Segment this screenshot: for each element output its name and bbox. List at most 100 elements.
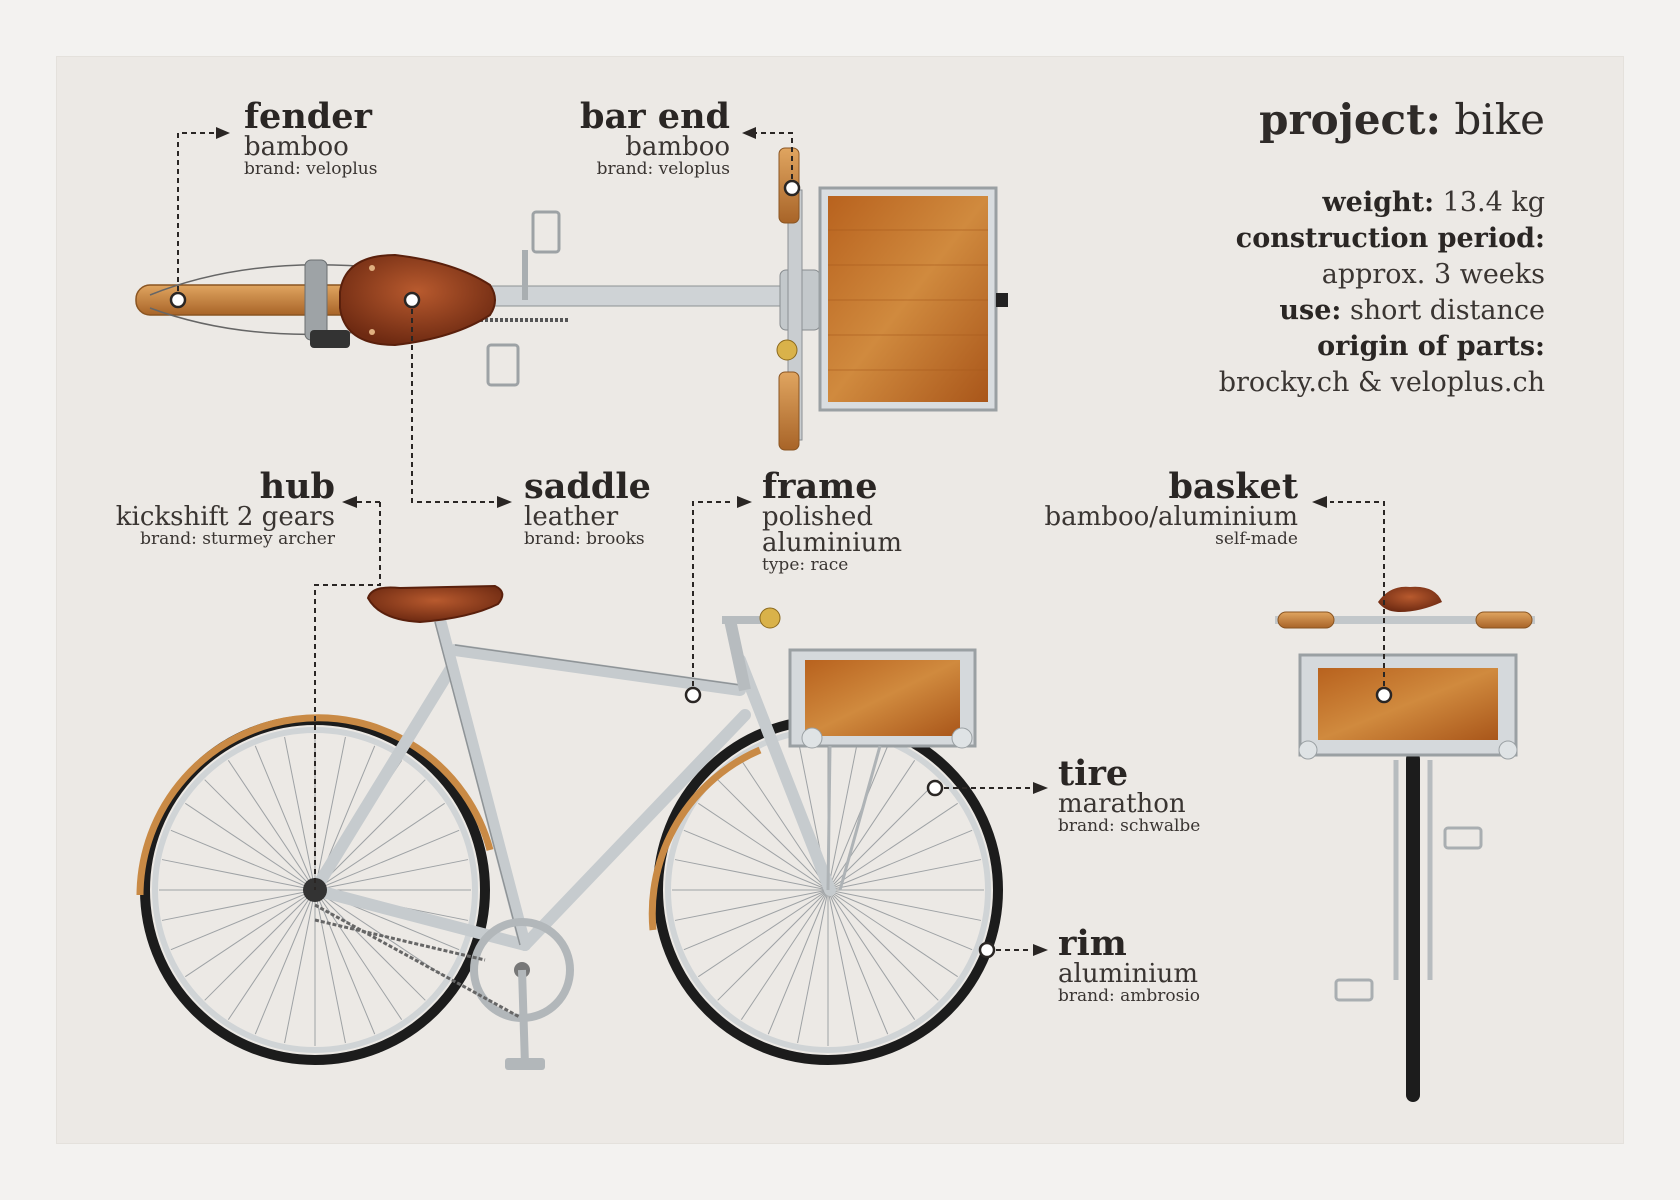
side-basket bbox=[805, 660, 960, 736]
wheel-spoke bbox=[314, 859, 469, 891]
front-bar-end-left bbox=[1277, 611, 1335, 629]
wheel-spoke bbox=[314, 889, 346, 1044]
wheel-spoke bbox=[740, 760, 829, 891]
label-frame-type: type: race bbox=[762, 555, 849, 575]
label-tire-brand: brand: schwalbe bbox=[1058, 816, 1201, 836]
label-basket-name: basket bbox=[1168, 466, 1298, 507]
wheel-spoke bbox=[827, 745, 889, 891]
label-rim-name: rim bbox=[1058, 923, 1127, 964]
wheel-spoke bbox=[740, 889, 829, 1020]
label-hub: hub kickshift 2 gears brand: sturmey arc… bbox=[116, 466, 335, 549]
wheel-spoke bbox=[254, 745, 316, 891]
wheel-spoke bbox=[827, 736, 859, 891]
side-saddle bbox=[366, 584, 504, 624]
wheel-spoke bbox=[170, 889, 316, 951]
wheel-spoke bbox=[227, 760, 316, 891]
label-hub-brand: brand: sturmey archer bbox=[140, 529, 335, 549]
label-fender-brand: brand: veloplus bbox=[244, 159, 378, 179]
side-rear-fender bbox=[136, 714, 494, 896]
title-bold: project: bbox=[1259, 95, 1442, 144]
side-view-bike bbox=[136, 584, 1003, 1070]
wheel-spoke bbox=[827, 802, 958, 891]
top-basket bbox=[828, 196, 988, 402]
spec-list: weight: 13.4 kg construction period: app… bbox=[1219, 185, 1545, 401]
wheel-spoke bbox=[767, 889, 829, 1035]
title-rest: bike bbox=[1454, 95, 1545, 144]
label-saddle-material: leather bbox=[524, 502, 619, 532]
label-frame-material-2: aluminium bbox=[762, 528, 902, 558]
front-bar-end-right bbox=[1475, 611, 1533, 629]
wheel-spoke bbox=[170, 829, 316, 891]
wheel-spoke bbox=[314, 889, 445, 978]
top-bar-end-lower bbox=[778, 371, 800, 451]
spec-weight-label: weight: bbox=[1322, 187, 1435, 218]
label-saddle-brand: brand: brooks bbox=[524, 529, 645, 549]
spec-construction-value: approx. 3 weeks bbox=[1321, 259, 1545, 290]
wheel-spoke bbox=[314, 889, 426, 1001]
wheel-spoke bbox=[314, 889, 376, 1035]
wheel-spoke bbox=[683, 829, 829, 891]
wheel-spoke bbox=[827, 829, 973, 891]
spec-use-label: use: bbox=[1279, 295, 1342, 326]
front-basket bbox=[1318, 668, 1498, 740]
label-bar-end-brand: brand: veloplus bbox=[596, 159, 730, 179]
callout-arrows bbox=[216, 127, 1327, 956]
label-fender-material: bamboo bbox=[244, 132, 349, 162]
wheel-spoke bbox=[204, 889, 316, 1001]
label-frame-name: frame bbox=[762, 466, 878, 507]
wheel-spoke bbox=[827, 889, 889, 1035]
spec-weight: weight: 13.4 kg bbox=[1219, 185, 1545, 221]
spec-construction-label: construction period: bbox=[1219, 221, 1545, 257]
spec-use: use: short distance bbox=[1219, 293, 1545, 329]
front-view-bike bbox=[1275, 586, 1535, 1102]
label-frame-material-1: polished bbox=[762, 502, 874, 532]
wheel-spoke bbox=[827, 889, 916, 1020]
wheel-spoke bbox=[314, 829, 460, 891]
label-bar-end: bar end bamboo brand: veloplus bbox=[580, 96, 730, 179]
label-bar-end-name: bar end bbox=[580, 96, 730, 137]
spec-origin-label: origin of parts: bbox=[1219, 329, 1545, 365]
label-saddle-name: saddle bbox=[524, 466, 651, 507]
wheel-spoke bbox=[161, 889, 316, 921]
label-tire-material: marathon bbox=[1058, 789, 1186, 819]
wheel-spoke bbox=[827, 889, 982, 921]
wheel-spoke bbox=[827, 889, 939, 1001]
wheel-spoke bbox=[284, 736, 316, 891]
poster-title: project: bike bbox=[1259, 95, 1545, 144]
spec-origin-label-text: origin of parts: bbox=[1317, 331, 1545, 362]
spec-weight-value: 13.4 kg bbox=[1442, 187, 1545, 218]
top-view-bike bbox=[135, 147, 1008, 451]
wheel-spoke bbox=[717, 779, 829, 891]
label-frame: frame polished aluminium type: race bbox=[762, 466, 902, 575]
wheel-spoke bbox=[827, 760, 916, 891]
label-tire: tire marathon brand: schwalbe bbox=[1058, 753, 1201, 836]
wheel-spoke bbox=[185, 889, 316, 978]
label-tire-name: tire bbox=[1058, 753, 1129, 794]
spec-use-value: short distance bbox=[1349, 295, 1545, 326]
label-bar-end-material: bamboo bbox=[625, 132, 730, 162]
label-basket-brand: self-made bbox=[1215, 529, 1298, 549]
wheel-spoke bbox=[674, 859, 829, 891]
wheel-spoke bbox=[797, 889, 829, 1044]
wheel-spoke bbox=[717, 889, 829, 1001]
wheel-spoke bbox=[314, 736, 346, 891]
wheel-spoke bbox=[204, 779, 316, 891]
label-rim: rim aluminium brand: ambrosio bbox=[1058, 923, 1201, 1006]
wheel-spoke bbox=[254, 889, 316, 1035]
wheel-spoke bbox=[227, 889, 316, 1020]
label-hub-name: hub bbox=[259, 466, 335, 507]
wheel-spoke bbox=[161, 859, 316, 891]
wheel-spoke bbox=[827, 859, 982, 891]
wheel-spoke bbox=[314, 802, 445, 891]
label-rim-brand: brand: ambrosio bbox=[1058, 986, 1201, 1006]
wheel-spoke bbox=[827, 889, 973, 951]
wheel-spoke bbox=[827, 889, 958, 978]
spec-origin-value: brocky.ch & veloplus.ch bbox=[1218, 367, 1545, 398]
wheel-spoke bbox=[185, 802, 316, 891]
label-basket: basket bamboo/aluminium self-made bbox=[1045, 466, 1299, 549]
wheel-spoke bbox=[827, 889, 859, 1044]
wheel-spoke bbox=[698, 889, 829, 978]
wheel-spoke bbox=[698, 802, 829, 891]
